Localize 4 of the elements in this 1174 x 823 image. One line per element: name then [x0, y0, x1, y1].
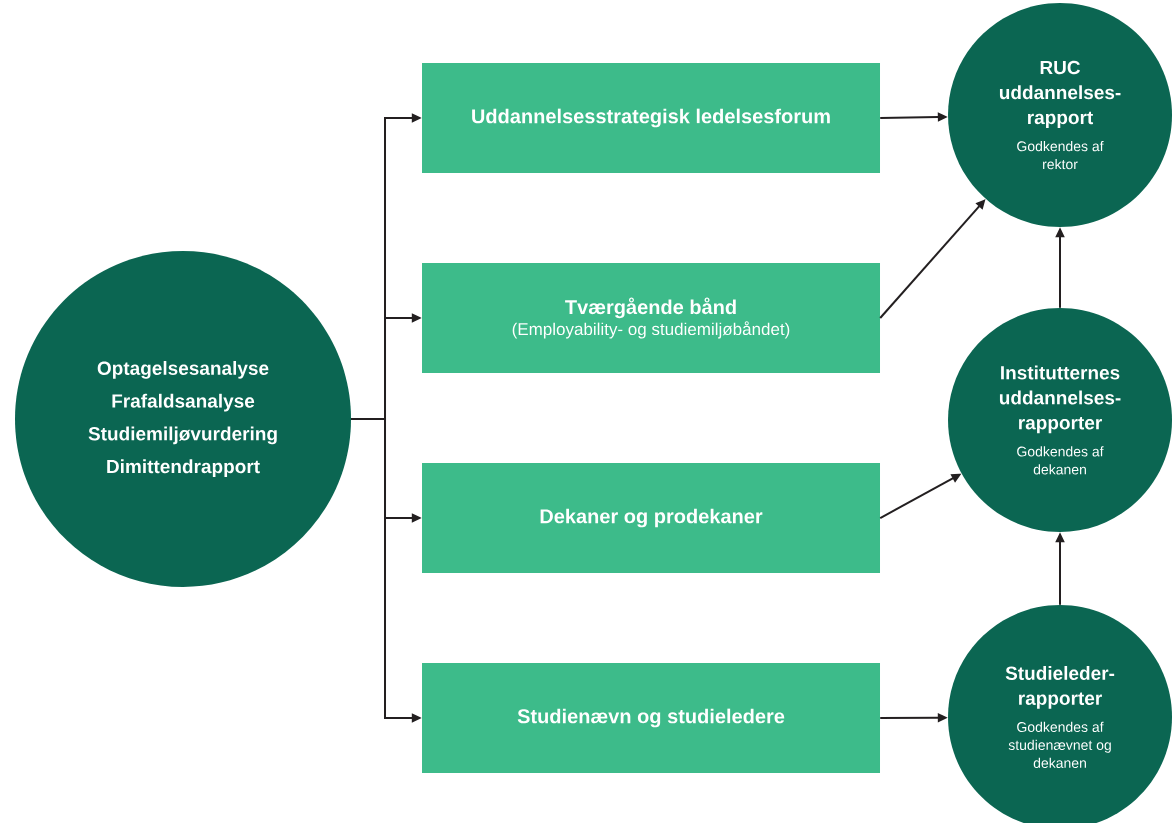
process-box: Tværgående bånd (Employability- og studiemiljøbåndet)	[422, 263, 880, 373]
process-box: Dekaner og prodekaner	[422, 463, 880, 573]
process-box: Uddannelsesstrategisk ledelsesforum	[422, 63, 880, 173]
process-box: Studienævn og studieledere	[422, 663, 880, 773]
